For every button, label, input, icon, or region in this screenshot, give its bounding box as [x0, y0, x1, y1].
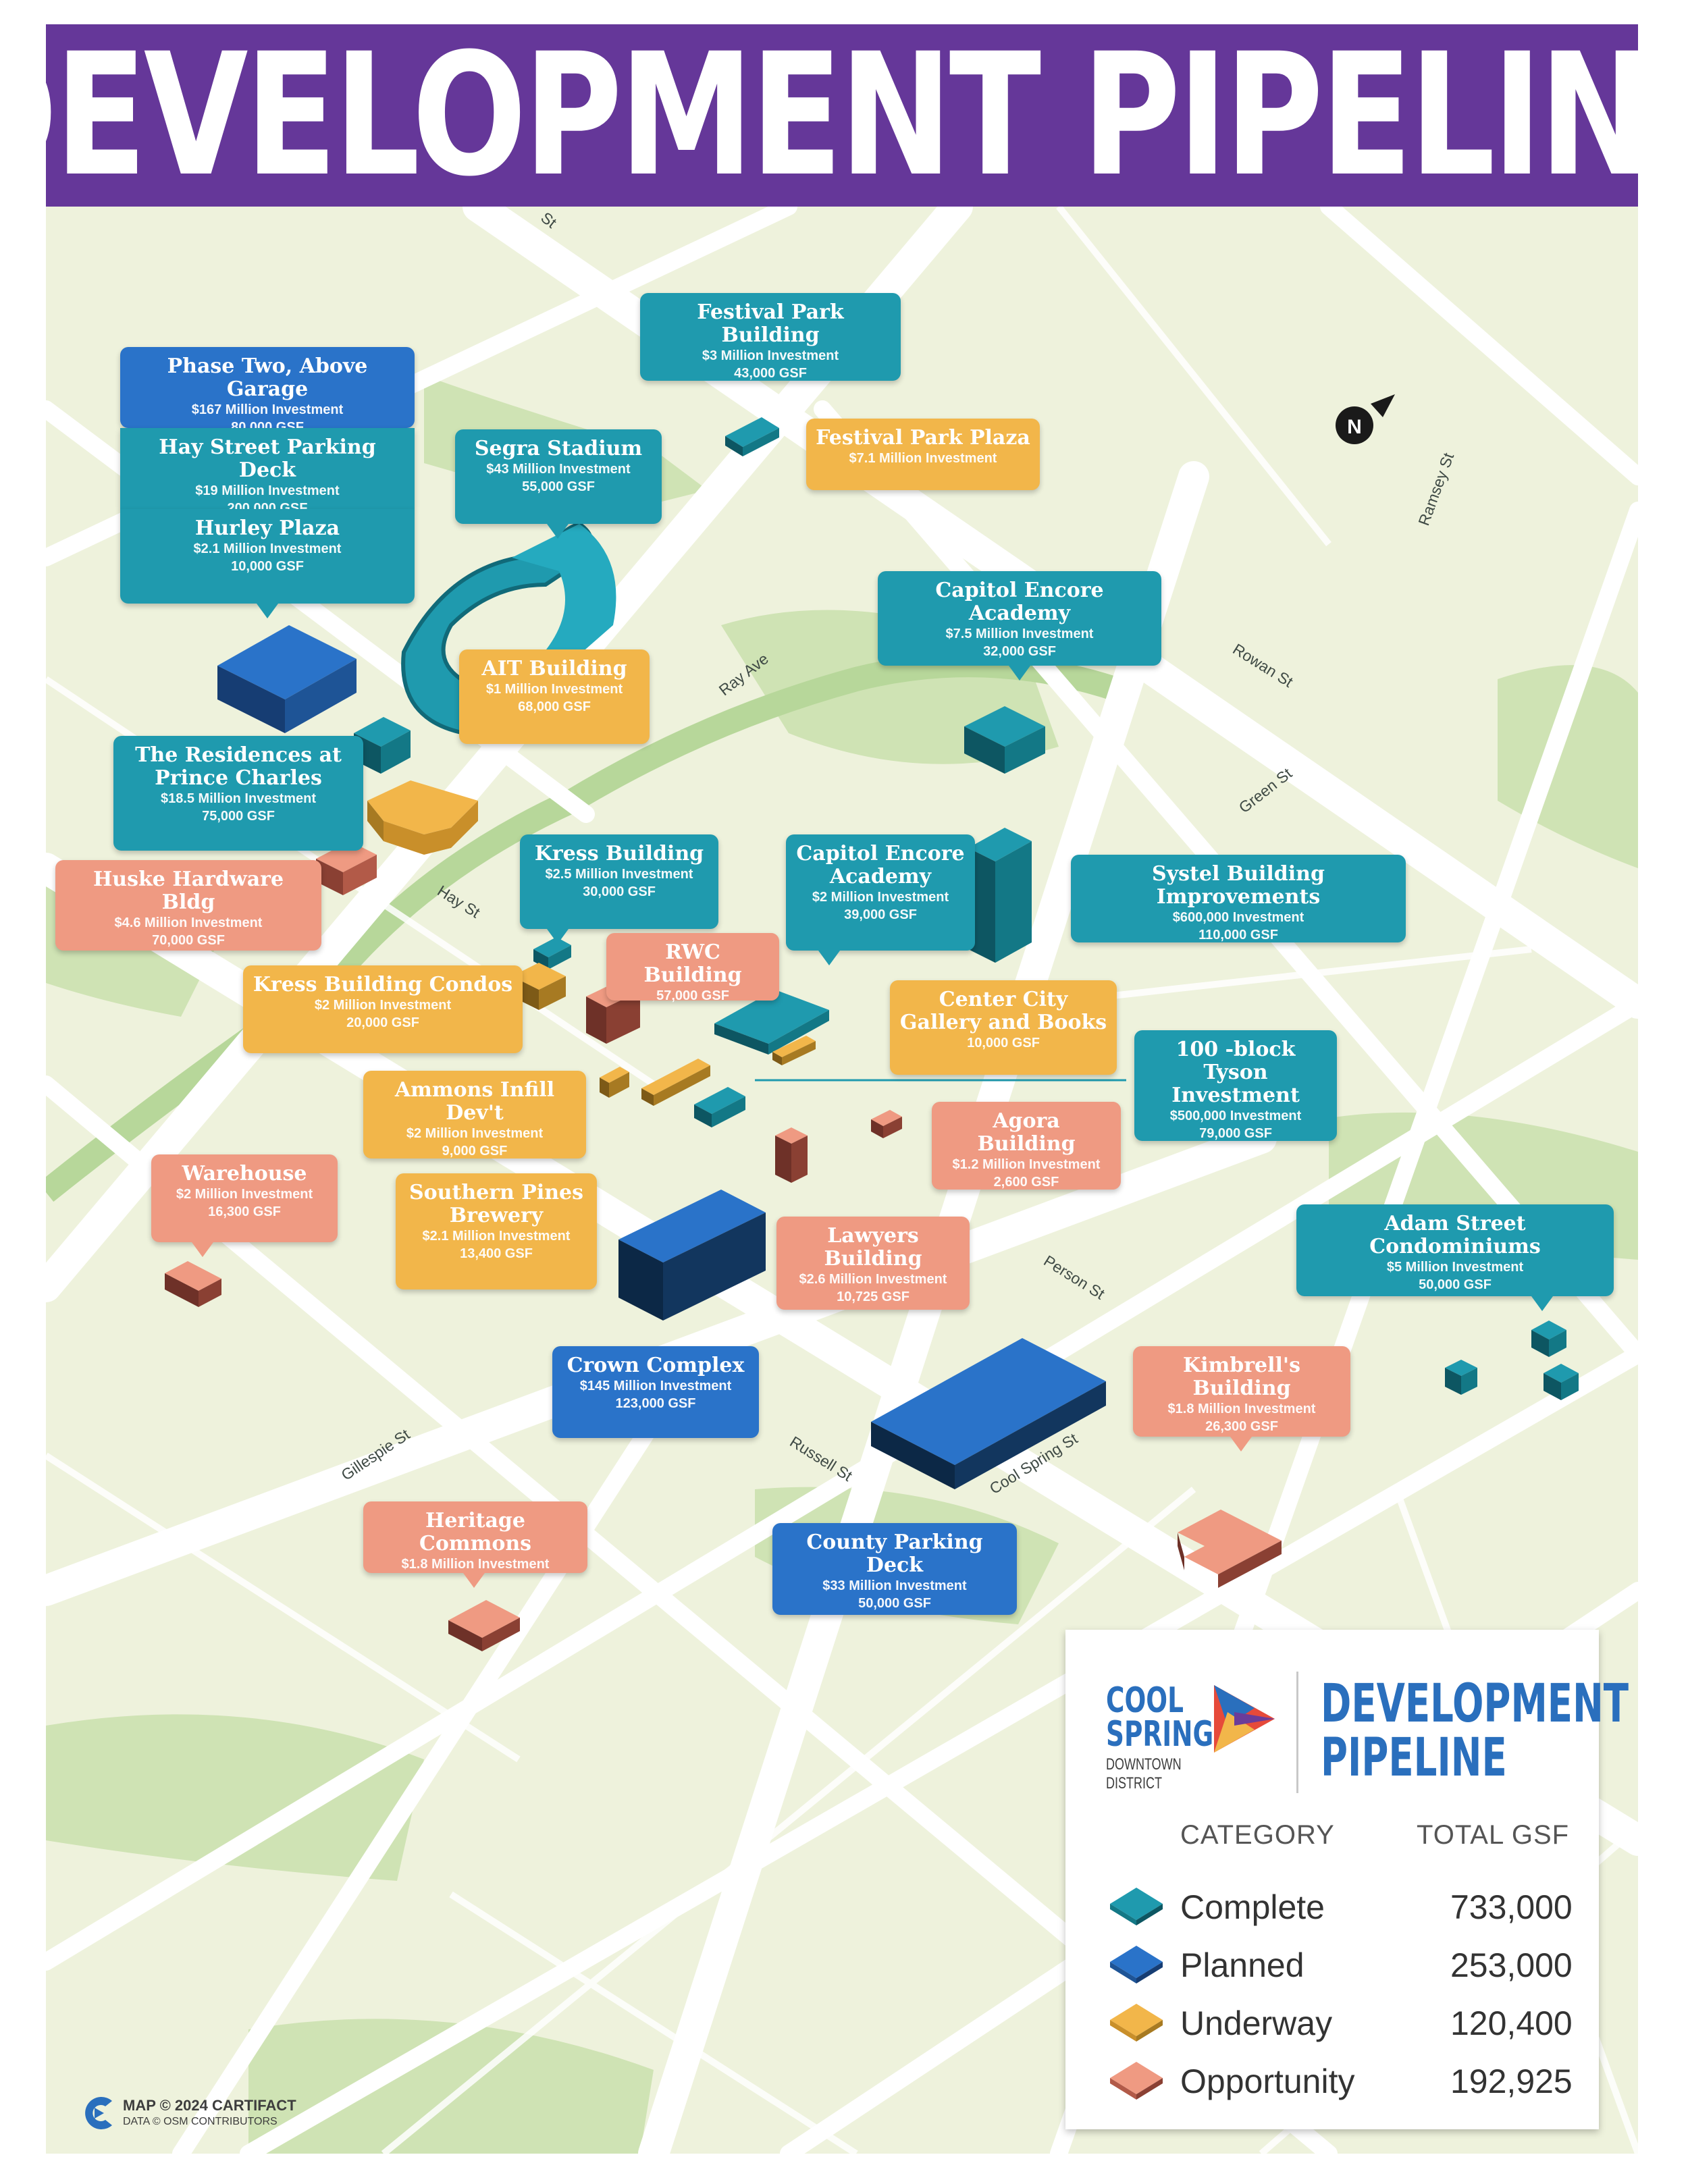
legend-row-opportunity: Opportunity 192,925 [1106, 2055, 1579, 2109]
callout-lawyers-building[interactable]: Lawyers Building $2.6 Million Investment… [776, 1217, 970, 1310]
cool-spring-logo: COOL SPRING DOWNTOWN DISTRICT [1106, 1683, 1282, 1799]
callout-county-parking-deck[interactable]: County Parking Deck $33 Million Investme… [772, 1523, 1017, 1615]
legend-col-category: CATEGORY [1180, 1820, 1335, 1850]
legend-row-complete: Complete 733,000 [1106, 1881, 1579, 1935]
callout-pointer [1009, 666, 1030, 681]
north-label: N [1347, 416, 1362, 438]
callout-pointer [547, 929, 569, 944]
title-banner: DEVELOPMENT PIPELINE [46, 24, 1638, 207]
legend-row-planned: Planned 253,000 [1106, 1939, 1579, 1993]
diamond-complete-icon [1110, 1888, 1163, 1925]
callout-residences-prince-charles[interactable]: The Residences at Prince Charles $18.5 M… [113, 736, 363, 851]
callout-adam-street-condominiums[interactable]: Adam Street Condominiums $5 Million Inve… [1296, 1204, 1614, 1311]
callout-kress-building-condos[interactable]: Kress Building Condos $2 Million Investm… [243, 965, 523, 1053]
callout-festival-park-building[interactable]: Festival Park Building $3 Million Invest… [640, 293, 901, 381]
logo-mark-icon [1214, 1685, 1275, 1753]
callout-pointer [1531, 1296, 1553, 1311]
cartifact-logo-icon [85, 2097, 112, 2129]
callout-capitol-encore-academy-2[interactable]: Capitol Encore Academy $2 Million Invest… [786, 834, 975, 965]
callout-pointer [463, 1573, 485, 1588]
callout-pointer [818, 951, 840, 965]
north-arrow: N [1336, 394, 1395, 444]
legend-title: DEVELOPMENT PIPELINE [1321, 1674, 1629, 1788]
callout-southern-pines-brewery[interactable]: Southern Pines Brewery $2.1 Million Inve… [396, 1173, 597, 1289]
diamond-opportunity-icon [1110, 2062, 1163, 2100]
map-area[interactable]: N St Ray Ave Rowan St Green St Ramsey St… [46, 207, 1638, 2154]
diamond-planned-icon [1110, 1946, 1163, 1983]
callout-pointer [1230, 1437, 1252, 1451]
page-title: DEVELOPMENT PIPELINE [46, 24, 1638, 207]
callout-hurley-plaza[interactable]: Hurley Plaza $2.1 Million Investment 10,… [120, 509, 415, 618]
callout-capitol-encore-academy-1[interactable]: Capitol Encore Academy $7.5 Million Inve… [878, 571, 1161, 681]
callout-rwc-building[interactable]: RWC Building 57,000 GSF [606, 933, 779, 1003]
callout-kimbrells-building[interactable]: Kimbrell's Building $1.8 Million Investm… [1133, 1346, 1350, 1451]
legend-divider [1296, 1672, 1298, 1793]
legend-col-total: TOTAL GSF [1417, 1820, 1570, 1850]
callout-ammons-infill-devt[interactable]: Ammons Infill Dev't $2 Million Investmen… [363, 1071, 586, 1158]
callout-warehouse[interactable]: Warehouse $2 Million Investment 16,300 G… [151, 1154, 338, 1257]
callout-crown-complex[interactable]: Crown Complex $145 Million Investment 12… [552, 1346, 759, 1438]
legend-row-underway: Underway 120,400 [1106, 1997, 1579, 2051]
callout-center-city-gallery-books[interactable]: Center City Gallery and Books 10,000 GSF [890, 980, 1117, 1075]
callout-ait-building[interactable]: AIT Building $1 Million Investment 68,00… [459, 649, 650, 744]
stadium-seating [512, 524, 616, 672]
callout-pointer [547, 524, 569, 539]
callout-festival-park-plaza[interactable]: Festival Park Plaza $7.1 Million Investm… [806, 419, 1040, 490]
callout-100-block-tyson[interactable]: 100 -block Tyson Investment $500,000 Inv… [1134, 1030, 1337, 1141]
legend-panel: COOL SPRING DOWNTOWN DISTRICT DEVELOPMEN… [1065, 1630, 1629, 2129]
callout-systel-building-improvements[interactable]: Systel Building Improvements $600,000 In… [1071, 855, 1406, 942]
callout-hay-street-parking-deck[interactable]: Hay Street Parking Deck $19 Million Inve… [120, 428, 415, 516]
callout-pointer [192, 1242, 213, 1257]
buildings [165, 417, 1579, 1651]
callout-kress-building[interactable]: Kress Building $2.5 Million Investment 3… [520, 834, 718, 944]
callout-agora-building[interactable]: Agora Building $1.2 Million Investment 2… [932, 1102, 1121, 1190]
diamond-underway-icon [1110, 2004, 1163, 2042]
callout-pointer [257, 604, 278, 618]
callout-huske-hardware-bldg[interactable]: Huske Hardware Bldg $4.6 Million Investm… [55, 860, 321, 951]
callout-phase-two-above-garage[interactable]: Phase Two, Above Garage $167 Million Inv… [120, 347, 415, 435]
callout-heritage-commons[interactable]: Heritage Commons $1.8 Million Investment [363, 1501, 587, 1588]
callout-segra-stadium[interactable]: Segra Stadium $43 Million Investment 55,… [455, 429, 662, 539]
